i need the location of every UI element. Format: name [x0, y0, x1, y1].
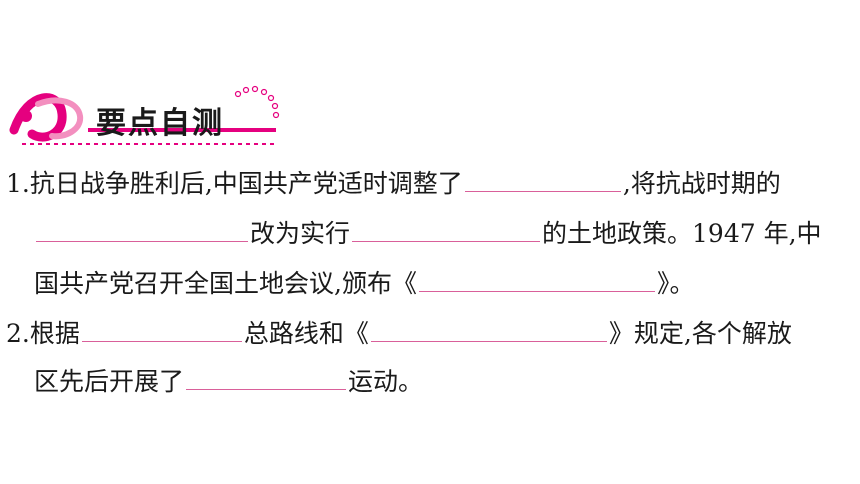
q2-text-e: 运动。 [348, 367, 424, 396]
q2-text-b: 总路线和《 [243, 319, 369, 348]
q1-text-f: 》。 [656, 269, 695, 298]
q1-blank-3[interactable] [352, 217, 541, 242]
q1-text-c: 改为实行 [250, 219, 351, 248]
section-title: 要点自测 [96, 106, 224, 141]
swirl-secondary-icon [35, 97, 84, 140]
q2-blank-2[interactable] [370, 317, 607, 342]
q2-number: 2. [6, 319, 30, 348]
q1-number: 1. [6, 169, 30, 198]
q2-line-2: 区先后开展了 运动。 [34, 362, 423, 402]
q2-blank-1[interactable] [81, 317, 242, 342]
q2-line-1: 2.根据 总路线和《 》规定,各个解放 [6, 314, 792, 354]
section-header-decoration [9, 85, 280, 145]
q1-line-1: 1.抗日战争胜利后,中国共产党适时调整了 ,将抗战时期的 [6, 164, 781, 204]
q1-blank-2[interactable] [36, 217, 248, 242]
q1-text-e: 国共产党召开全国土地会议,颁布《 [34, 269, 417, 298]
q1-blank-4[interactable] [418, 267, 655, 292]
q1-line-2: 改为实行 的土地政策。1947 年,中 [34, 214, 822, 254]
q2-blank-3[interactable] [186, 365, 347, 390]
q1-line-3: 国共产党召开全国土地会议,颁布《 》。 [34, 264, 694, 304]
title-underline [88, 128, 276, 132]
q1-text-d: 的土地政策。1947 年,中 [542, 219, 822, 248]
q2-text-d: 区先后开展了 [34, 367, 185, 396]
swirl-icon [9, 93, 67, 142]
q1-text-a: 抗日战争胜利后,中国共产党适时调整了 [29, 169, 463, 198]
q1-blank-1[interactable] [464, 167, 621, 192]
q2-text-a: 根据 [29, 319, 80, 348]
q1-text-b: ,将抗战时期的 [622, 169, 781, 198]
q2-text-c: 》规定,各个解放 [608, 319, 792, 348]
section-header: 要点自测 [8, 84, 288, 154]
